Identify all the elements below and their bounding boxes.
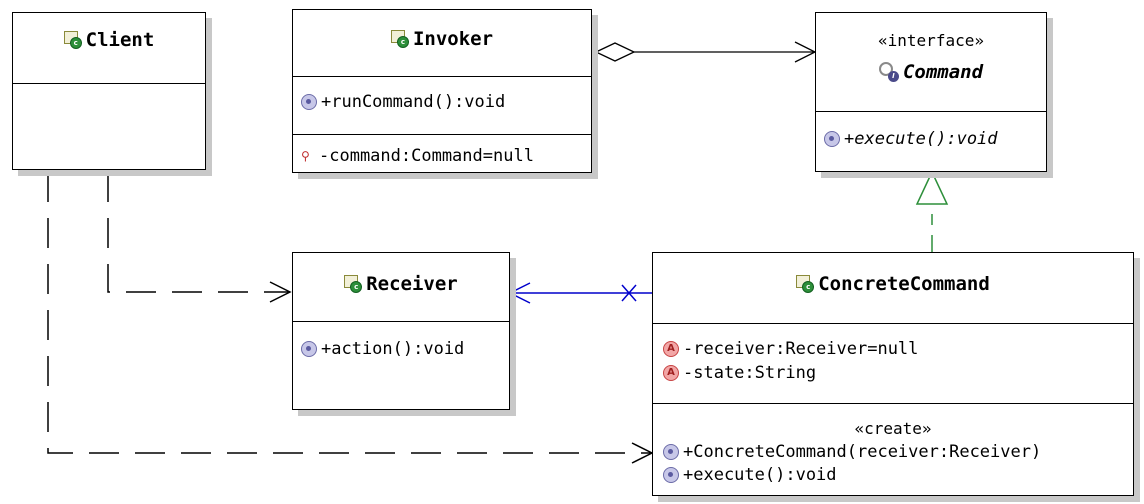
interface-icon: I (878, 62, 899, 82)
attribute-receiver[interactable]: A -receiver:Receiver=null (663, 339, 918, 359)
operation-action[interactable]: +action():void (301, 339, 464, 359)
operation-execute[interactable]: +execute():void (824, 129, 998, 149)
compartment-divider (293, 321, 509, 322)
public-operation-icon (663, 467, 679, 483)
operation-text: +execute():void (683, 465, 837, 485)
compartment-divider (816, 111, 1046, 112)
command-title: I Command (816, 59, 1046, 85)
class-concrete-command[interactable]: c ConcreteCommand A -receiver:Receiver=n… (652, 252, 1134, 496)
class-icon: c (390, 30, 409, 48)
operation-text: +execute():void (844, 129, 998, 149)
create-stereotype: «create» (854, 419, 932, 438)
receiver-title: c Receiver (293, 271, 509, 297)
class-icon: c (796, 275, 815, 293)
class-icon: c (344, 275, 363, 293)
class-name: ConcreteCommand (818, 273, 990, 295)
compartment-divider (13, 83, 205, 84)
operation-text: +action():void (321, 339, 465, 359)
attribute-text: -receiver:Receiver=null (683, 339, 919, 359)
interface-command[interactable]: «interface» I Command +execute():void (815, 12, 1047, 172)
public-operation-icon (301, 94, 317, 110)
interface-name: Command (902, 61, 984, 83)
aggregation-invoker-command (594, 41, 817, 63)
attribute-state[interactable]: A -state:String (663, 363, 816, 383)
public-operation-icon (301, 341, 317, 357)
compartment-divider (653, 323, 1133, 324)
operation-constructor[interactable]: +ConcreteCommand(receiver:Receiver) (663, 442, 1041, 462)
attribute-text: -command:Command=null (319, 146, 534, 166)
class-client[interactable]: c Client (12, 12, 206, 170)
client-title: c Client (13, 27, 205, 53)
operation-execute[interactable]: +execute():void (663, 465, 837, 485)
association-concrete-receiver (508, 282, 652, 304)
attribute-command[interactable]: ⚲ -command:Command=null (301, 146, 534, 166)
public-operation-icon (824, 131, 840, 147)
realization-concrete-command (915, 170, 949, 252)
interface-stereotype: «interface» (878, 31, 984, 50)
dependency-client-receiver (107, 172, 292, 303)
operation-text: +runCommand():void (321, 92, 506, 112)
class-receiver[interactable]: c Receiver +action():void (292, 252, 510, 410)
field-icon: ⚲ (301, 149, 310, 163)
class-name: Invoker (412, 28, 494, 50)
compartment-divider (293, 134, 591, 135)
operation-text: +ConcreteCommand(receiver:Receiver) (683, 442, 1042, 462)
class-name: Client (85, 29, 155, 51)
concrete-command-title: c ConcreteCommand (653, 271, 1133, 297)
operation-run-command[interactable]: +runCommand():void (301, 92, 505, 112)
private-attribute-icon: A (663, 341, 679, 357)
class-icon: c (63, 31, 82, 49)
compartment-divider (293, 76, 591, 77)
compartment-divider (653, 403, 1133, 404)
class-name: Receiver (366, 273, 458, 295)
attribute-text: -state:String (683, 363, 817, 383)
class-invoker[interactable]: c Invoker +runCommand():void ⚲ -command:… (292, 9, 592, 173)
invoker-title: c Invoker (293, 26, 591, 52)
public-operation-icon (663, 444, 679, 460)
private-attribute-icon: A (663, 365, 679, 381)
